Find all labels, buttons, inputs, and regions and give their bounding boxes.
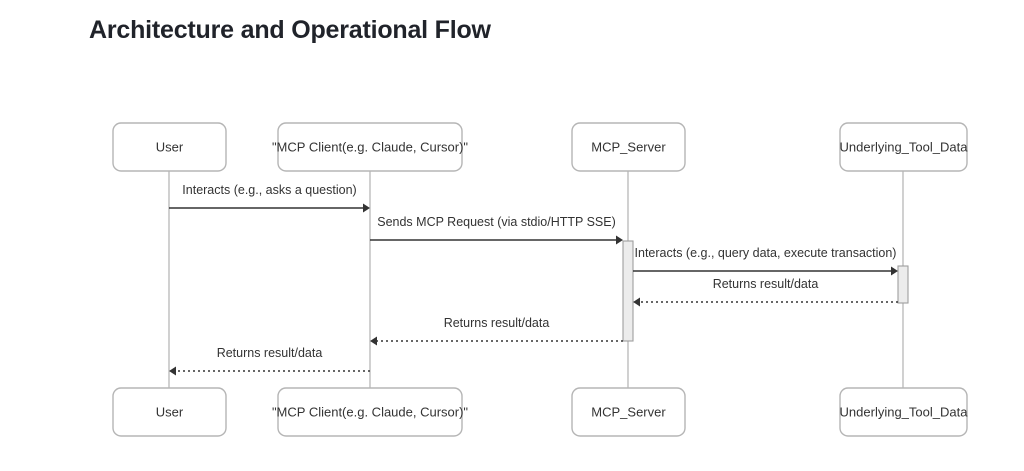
page-title: Architecture and Operational Flow [89, 16, 491, 44]
participant-boxes-top: User "MCP Client(e.g. Claude, Cursor)" MCP… [112, 122, 969, 172]
participant-box-mcp_server-top[interactable] [571, 122, 686, 172]
participant-mcp_client-bottom[interactable]: "MCP Client(e.g. Claude, Cursor)" [272, 387, 468, 437]
participant-box-user-bottom[interactable] [112, 387, 227, 437]
participant-underlying_tool-bottom[interactable]: Underlying_Tool_Data [839, 387, 969, 437]
message-2: Sends MCP Request (via stdio/HTTP SSE) [370, 215, 623, 245]
participant-user-top[interactable]: User [112, 122, 227, 172]
message-label-3: Interacts (e.g., query data, execute tra… [635, 246, 897, 260]
participant-label-mcp_server-bottom: MCP_Server [591, 404, 666, 419]
message-arrowhead-3 [891, 266, 898, 276]
message-label-6: Returns result/data [217, 346, 323, 360]
participant-boxes-bottom: User "MCP Client(e.g. Claude, Cursor)" MCP… [112, 387, 969, 437]
message-arrowhead-2 [616, 235, 623, 245]
participant-mcp_client-top[interactable]: "MCP Client(e.g. Claude, Cursor)" [272, 122, 468, 172]
message-label-2: Sends MCP Request (via stdio/HTTP SSE) [377, 215, 616, 229]
message-label-5: Returns result/data [444, 316, 550, 330]
participant-box-underlying_tool-top[interactable] [839, 122, 968, 172]
participant-label-mcp_server-top: MCP_Server [591, 139, 666, 154]
message-3: Interacts (e.g., query data, execute tra… [633, 246, 898, 276]
activation-bar-mcp_server [622, 240, 634, 342]
activations-group [622, 240, 909, 342]
message-1: Interacts (e.g., asks a question) [169, 183, 370, 213]
participant-mcp_server-bottom[interactable]: MCP_Server [571, 387, 686, 437]
message-arrowhead-1 [363, 203, 370, 213]
message-4: Returns result/data [633, 277, 898, 307]
participant-label-mcp_client-bottom: "MCP Client(e.g. Claude, Cursor)" [272, 404, 468, 419]
message-5: Returns result/data [370, 316, 623, 346]
participant-label-user-top: User [156, 139, 184, 154]
messages-group: Interacts (e.g., asks a question) Sends M… [169, 183, 898, 376]
participant-label-user-bottom: User [156, 404, 184, 419]
message-arrowhead-4 [633, 297, 640, 307]
participant-box-user-top[interactable] [112, 122, 227, 172]
message-label-1: Interacts (e.g., asks a question) [182, 183, 356, 197]
participant-label-underlying_tool-bottom: Underlying_Tool_Data [840, 404, 969, 419]
participant-box-underlying_tool-bottom[interactable] [839, 387, 968, 437]
participant-mcp_server-top[interactable]: MCP_Server [571, 122, 686, 172]
message-6: Returns result/data [169, 346, 370, 376]
participant-label-underlying_tool-top: Underlying_Tool_Data [840, 139, 969, 154]
participant-underlying_tool-top[interactable]: Underlying_Tool_Data [839, 122, 969, 172]
message-arrowhead-5 [370, 336, 377, 346]
activation-bar-underlying_tool [897, 265, 909, 304]
participant-user-bottom[interactable]: User [112, 387, 227, 437]
participant-box-mcp_client-bottom[interactable] [277, 387, 463, 437]
participant-label-mcp_client-top: "MCP Client(e.g. Claude, Cursor)" [272, 139, 468, 154]
participant-box-mcp_server-bottom[interactable] [571, 387, 686, 437]
message-label-4: Returns result/data [713, 277, 819, 291]
message-arrowhead-6 [169, 366, 176, 376]
participant-box-mcp_client-top[interactable] [277, 122, 463, 172]
